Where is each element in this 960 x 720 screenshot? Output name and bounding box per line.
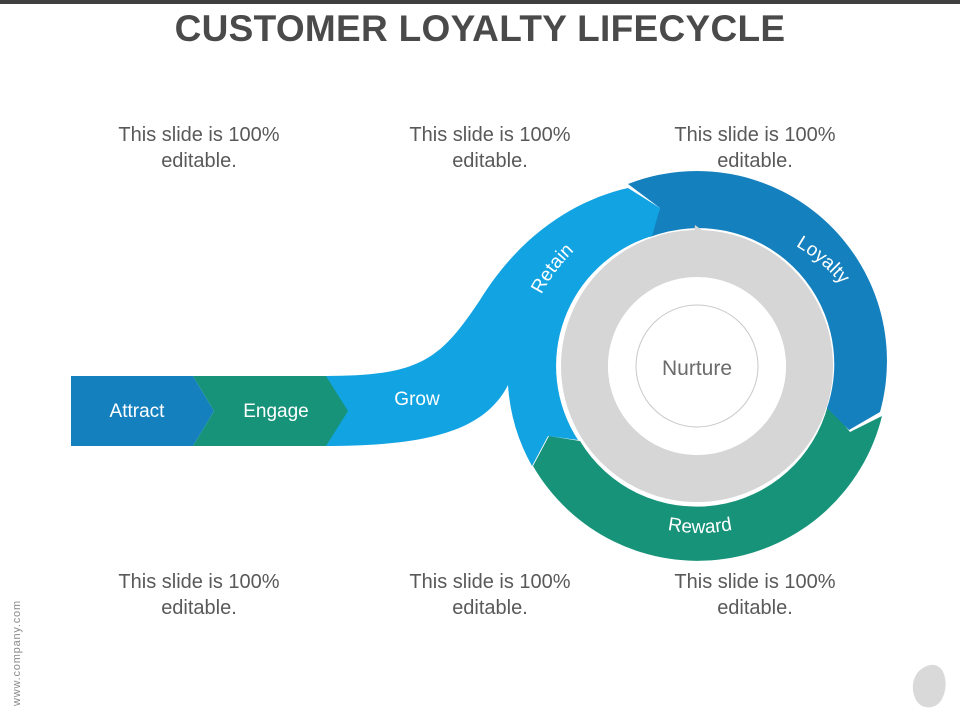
note-bottom-left: This slide is 100% editable. bbox=[118, 571, 280, 619]
note-top-left: This slide is 100% editable. bbox=[118, 124, 280, 172]
engage-chevron bbox=[193, 376, 348, 446]
reward-segment bbox=[533, 405, 882, 561]
note-bottom-center: This slide is 100% editable. bbox=[409, 571, 571, 619]
note-bottom-right: This slide is 100% editable. bbox=[674, 571, 836, 619]
reward-label: Reward bbox=[667, 514, 734, 538]
top-rule bbox=[0, 0, 960, 4]
attract-chevron bbox=[71, 376, 214, 446]
slide-title: CUSTOMER LOYALTY LIFECYCLE bbox=[174, 8, 786, 49]
loyalty-segment bbox=[628, 171, 887, 431]
footer-url: www.company.com bbox=[11, 600, 23, 706]
brand-mark-icon bbox=[912, 664, 946, 708]
nurture-hub-outline bbox=[635, 304, 759, 428]
note-top-center: This slide is 100% editable. bbox=[409, 124, 571, 172]
grow-label: Grow bbox=[394, 389, 440, 410]
nurture-label: Nurture bbox=[662, 357, 732, 380]
engage-label: Engage bbox=[243, 401, 309, 422]
retain-grow-segment bbox=[325, 188, 660, 466]
attract-label: Attract bbox=[110, 401, 166, 422]
note-top-right: This slide is 100% editable. bbox=[674, 124, 836, 172]
ring-arrowhead bbox=[688, 225, 739, 287]
